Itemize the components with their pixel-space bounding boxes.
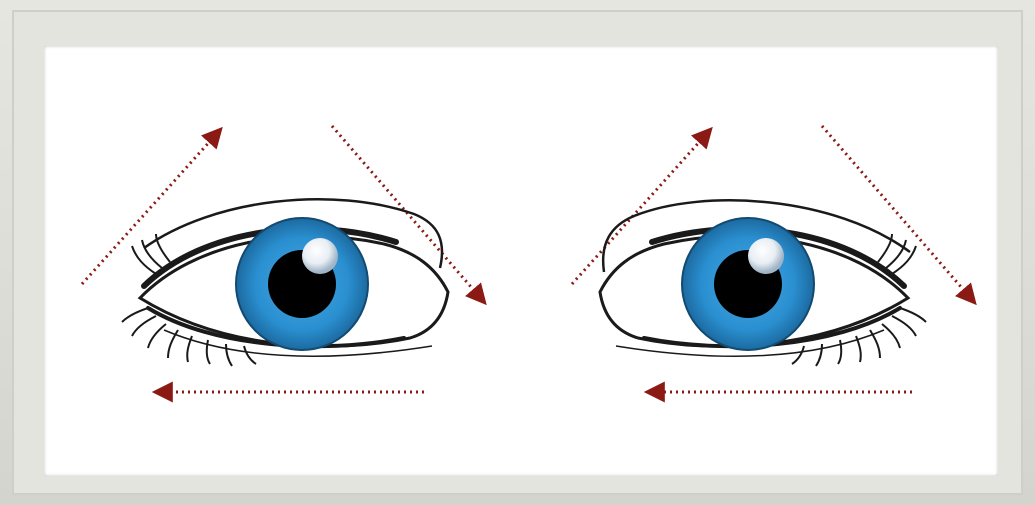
eye-movement-diagram <box>44 46 998 476</box>
glint <box>748 238 784 274</box>
right-eye <box>572 126 974 392</box>
glint <box>302 238 338 274</box>
left-eye <box>82 126 484 392</box>
diagram-canvas <box>44 46 998 476</box>
